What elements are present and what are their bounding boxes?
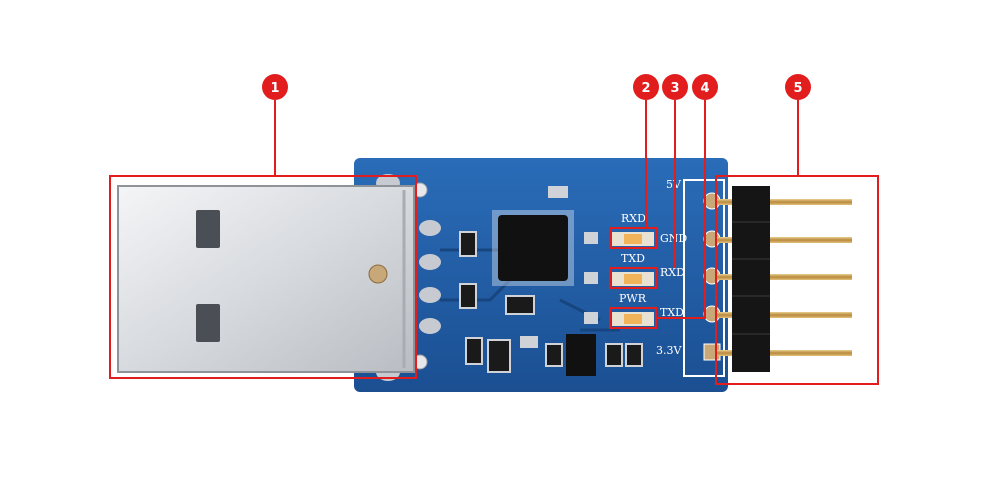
callout-badge-4: 4 bbox=[692, 74, 718, 100]
callout-badge-5: 5 bbox=[785, 74, 811, 100]
label-txd-led: TXD bbox=[621, 252, 645, 265]
callout-number-3: 3 bbox=[670, 81, 679, 96]
callout-badge-2: 2 bbox=[633, 74, 659, 100]
passive-components bbox=[459, 186, 643, 376]
txd-led-box bbox=[609, 267, 657, 289]
uart-chip bbox=[492, 210, 574, 286]
callout-badge-1: 1 bbox=[262, 74, 288, 100]
rxd-led-box bbox=[609, 227, 657, 249]
label-rxd-led: RXD bbox=[621, 212, 646, 225]
label-pin-txd: TXD bbox=[660, 306, 684, 319]
usb-a-connector bbox=[117, 185, 415, 373]
label-pin-3v3: 3.3V bbox=[656, 344, 682, 357]
callout-badge-3: 3 bbox=[662, 74, 688, 100]
label-pin-5v: 5V bbox=[666, 178, 682, 191]
silkscreen-labels: RXD TXD PWR 5V GND RXD TXD 3.3V bbox=[619, 178, 687, 357]
label-pin-gnd: GND bbox=[660, 232, 687, 245]
callout-number-2: 2 bbox=[641, 81, 650, 96]
label-pin-rxd: RXD bbox=[660, 266, 685, 279]
callout-number-1: 1 bbox=[270, 81, 279, 96]
status-leds bbox=[612, 232, 654, 326]
usb-connector-box bbox=[109, 175, 417, 379]
label-pwr-led: PWR bbox=[619, 292, 647, 305]
callout-number-4: 4 bbox=[700, 81, 709, 96]
callout-number-5: 5 bbox=[793, 81, 802, 96]
callout-annotations bbox=[109, 100, 879, 385]
